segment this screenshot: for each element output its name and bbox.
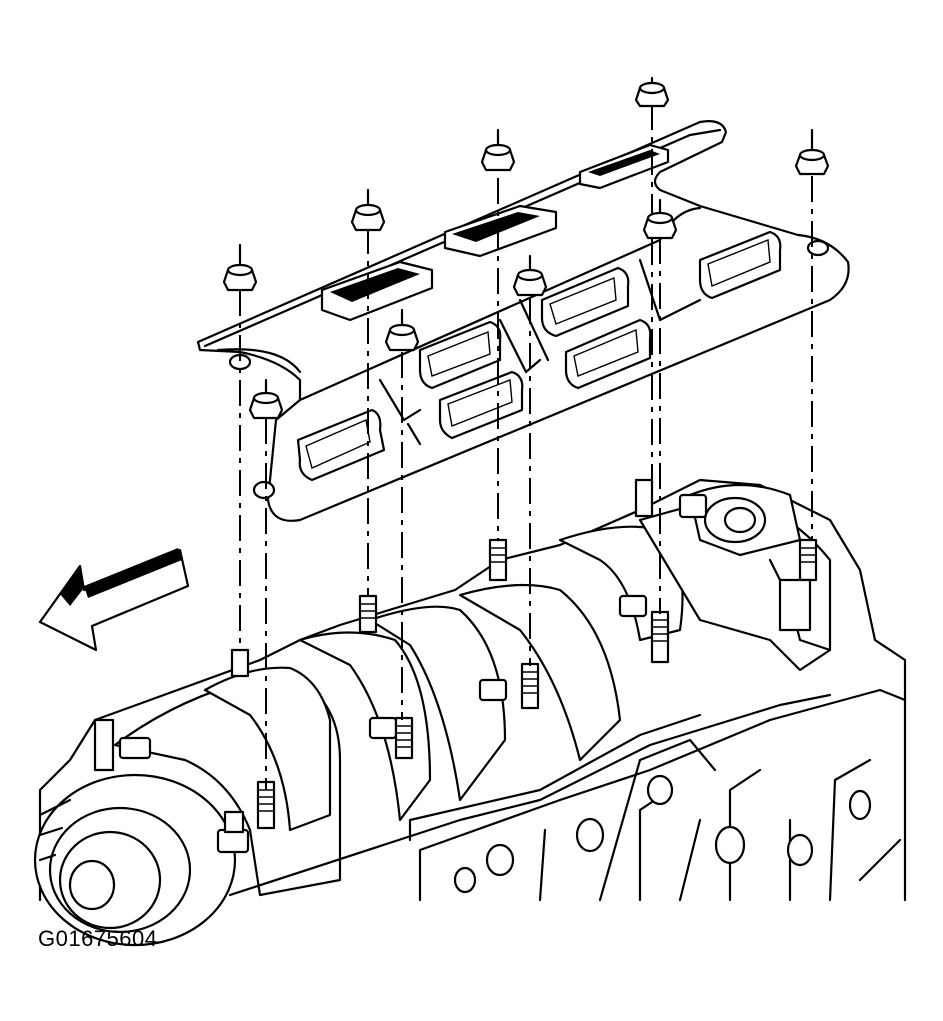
nut-3	[480, 143, 516, 172]
nut-1	[222, 263, 258, 292]
nut-5	[794, 148, 830, 176]
stud-3	[394, 716, 414, 760]
stud-7	[650, 610, 670, 664]
cap-bolt-2	[368, 716, 398, 740]
oil-deflector	[196, 120, 850, 522]
cap-bolt-1	[216, 810, 250, 854]
nuts	[222, 81, 830, 420]
stud-8	[634, 478, 654, 518]
nut-9	[642, 211, 678, 240]
cap-bolt-3	[478, 678, 508, 702]
stud-9	[798, 538, 818, 582]
stud-2	[230, 648, 250, 678]
figure-id-label: G01675604	[38, 926, 158, 951]
nut-4	[634, 81, 670, 108]
block-bolt-left	[93, 718, 152, 772]
nut-2	[350, 203, 386, 232]
cap-bolt-5	[678, 493, 708, 519]
stud-5	[520, 662, 540, 710]
cap-bolt-4	[618, 594, 648, 618]
stud-6	[488, 538, 508, 582]
nut-8	[512, 268, 548, 297]
nut-6	[248, 391, 284, 420]
stud-10	[778, 578, 812, 632]
studs	[230, 478, 818, 830]
stud-4	[358, 594, 378, 634]
front-direction-arrow-icon	[38, 548, 190, 652]
nut-7	[384, 323, 420, 352]
engine-block	[33, 478, 907, 947]
